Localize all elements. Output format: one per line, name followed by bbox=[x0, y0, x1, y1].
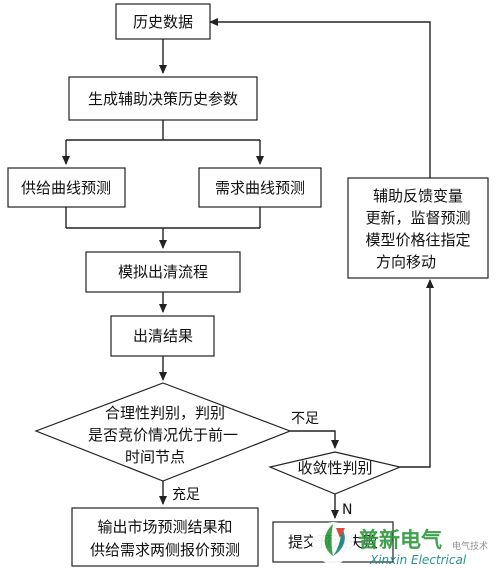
node-supply-forecast: 供给曲线预测 bbox=[7, 167, 126, 208]
node-clearing-result: 出清结果 bbox=[110, 315, 215, 357]
connectors bbox=[62, 18, 434, 519]
node-generate-params: 生成辅助决策历史参数 bbox=[68, 76, 258, 121]
output-forecast-line-2: 供给需求两侧报价预测 bbox=[90, 541, 240, 559]
arrow-to-feedback bbox=[400, 279, 434, 468]
watermark-swirl-icon bbox=[333, 528, 345, 556]
supply-forecast-label: 供给曲线预测 bbox=[21, 179, 111, 197]
watermark: 普新电气 Xinxin Electrical 电气技术 bbox=[312, 522, 488, 567]
edge-label-no: N bbox=[342, 502, 352, 518]
node-history-data: 历史数据 bbox=[115, 3, 211, 40]
arrow-feedback-to-history bbox=[209, 18, 431, 178]
watermark-small-text: 电气技术 bbox=[452, 540, 488, 552]
node-simulate-clearing: 模拟出清流程 bbox=[85, 251, 241, 293]
node-demand-forecast: 需求曲线预测 bbox=[198, 167, 322, 208]
generate-params-label: 生成辅助决策历史参数 bbox=[88, 90, 238, 108]
watermark-cn-text: 普新电气 bbox=[358, 528, 442, 552]
rationality-check-line-2: 是否竞价情况优于前一 bbox=[88, 426, 238, 444]
edge-label-insufficient: 不足 bbox=[291, 411, 319, 427]
demand-forecast-label: 需求曲线预测 bbox=[215, 179, 305, 197]
watermark-flame-icon bbox=[336, 528, 345, 538]
feedback-update-line-2: 更新，监督预测 bbox=[365, 209, 470, 227]
edge-label-sufficient: 充足 bbox=[172, 487, 200, 503]
node-rationality-check: 合理性判别，判别 是否竞价情况优于前一 时间节点 bbox=[34, 382, 292, 482]
simulate-clearing-label: 模拟出清流程 bbox=[118, 263, 208, 281]
rationality-check-line-1: 合理性判别，判别 bbox=[105, 404, 225, 422]
clearing-result-label: 出清结果 bbox=[133, 327, 193, 345]
output-forecast-line-1: 输出市场预测结果和 bbox=[97, 518, 232, 536]
feedback-update-line-1: 辅助反馈变量 bbox=[373, 187, 463, 205]
rationality-check-line-3: 时间节点 bbox=[125, 448, 185, 466]
node-convergence-check: 收敛性判别 bbox=[268, 451, 402, 495]
watermark-en-text: Xinxin Electrical bbox=[369, 553, 467, 567]
node-output-forecast: 输出市场预测结果和 供给需求两侧报价预测 bbox=[71, 507, 259, 567]
history-data-label: 历史数据 bbox=[133, 13, 193, 31]
watermark-leaf-icon bbox=[324, 524, 333, 556]
arrow-to-convergence bbox=[290, 430, 339, 449]
convergence-check-label: 收敛性判别 bbox=[297, 459, 372, 477]
feedback-update-line-4: 方向移动 bbox=[376, 253, 436, 271]
node-feedback-update: 辅助反馈变量 更新，监督预测 模型价格往指定 方向移动 bbox=[347, 177, 489, 279]
watermark-logo-bg bbox=[312, 522, 354, 564]
feedback-update-line-3: 模型价格往指定 bbox=[365, 231, 470, 249]
